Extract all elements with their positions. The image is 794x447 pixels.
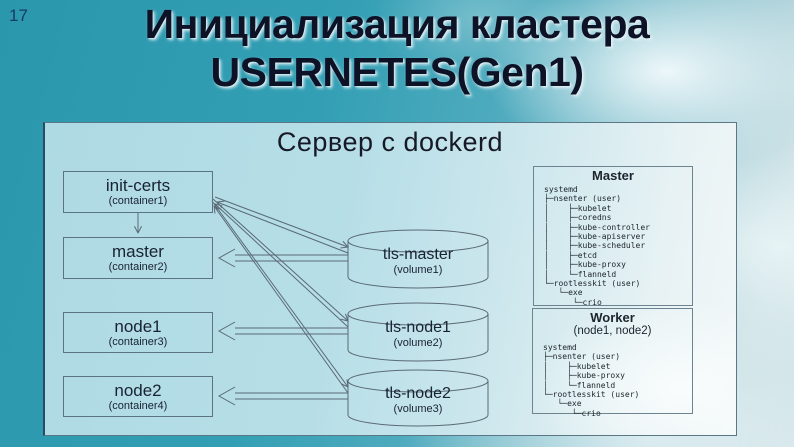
slide-number: 17: [9, 6, 28, 25]
tree-line: │ ├─kubelet: [544, 203, 612, 213]
volume-name: tls-node2: [385, 384, 451, 402]
container-name: node1: [114, 316, 162, 336]
slide-title-line2: USERNETES(Gen1): [210, 48, 584, 95]
volume-sub: (volume2): [393, 336, 443, 349]
container-box-master: master (container2): [63, 237, 213, 279]
diagram-title: Сервер с dockerd: [276, 127, 504, 157]
container-sub: (container1): [108, 195, 168, 207]
container-sub: (container4): [108, 399, 168, 412]
worker-process-tree: systemd├─nsenter (user)│ ├─kubelet│ ├─ku…: [533, 341, 692, 418]
worker-panel-title: Worker: [590, 310, 635, 325]
tree-line: │ ├─kube-controller: [544, 222, 650, 232]
tree-line: ├─nsenter (user): [543, 352, 621, 362]
tree-line: │ ├─etcd: [544, 250, 597, 260]
tree-line: systemd: [543, 343, 577, 352]
tree-line: │ └─flanneld: [544, 269, 617, 279]
tree-line: └─crio: [543, 408, 601, 418]
tree-line: │ ├─coredns: [544, 213, 612, 223]
tree-line: │ ├─kube-apiserver: [544, 232, 646, 242]
container-box-node2: node2 (container4): [63, 376, 213, 417]
slide-title-line1: Инициализация кластера: [144, 1, 650, 47]
tree-line: │ ├─kube-proxy: [543, 371, 625, 381]
volume-name: tls-node1: [385, 318, 451, 336]
volume-name: tls-master: [382, 245, 454, 263]
container-sub: (container2): [108, 261, 168, 273]
master-panel-title: Master: [592, 168, 634, 183]
container-name: node2: [114, 380, 162, 400]
tree-line: systemd: [544, 185, 578, 194]
master-process-panel: Master systemd├─nsenter (user)│ ├─kubele…: [533, 166, 693, 307]
container-name: init-certs: [105, 176, 171, 195]
tree-line: └─rootlesskit (user): [544, 279, 641, 289]
tree-line: └─exe: [543, 399, 582, 409]
container-box-node1: node1 (container3): [63, 312, 213, 353]
tree-line: ├─nsenter (user): [544, 194, 622, 204]
container-sub: (container3): [108, 335, 168, 348]
tree-line: └─rootlesskit (user): [543, 390, 640, 400]
container-name: master: [112, 242, 164, 261]
worker-panel-subtitle: (node1, node2): [573, 325, 652, 337]
volume-sub: (volume3): [393, 402, 443, 415]
tree-line: │ ├─kube-scheduler: [544, 241, 646, 251]
tree-line: └─exe: [544, 288, 583, 298]
volume-label-tls-node1: tls-node1 (volume2): [348, 311, 488, 357]
worker-process-panel: Worker (node1, node2) systemd├─nsenter (…: [532, 308, 693, 418]
volume-label-tls-node2: tls-node2 (volume3): [348, 377, 488, 423]
tree-line: └─crio: [544, 297, 602, 307]
slide-title: Инициализация кластера USERNETES(Gen1): [0, 1, 794, 96]
volume-sub: (volume1): [393, 263, 443, 276]
tree-line: │ └─flanneld: [543, 380, 616, 390]
tree-line: │ ├─kubelet: [543, 361, 611, 371]
tree-line: │ ├─kube-proxy: [544, 260, 626, 270]
container-box-init-certs: init-certs (container1): [63, 171, 213, 213]
master-process-tree: systemd├─nsenter (user)│ ├─kubelet│ ├─co…: [534, 183, 692, 307]
volume-label-tls-master: tls-master (volume1): [348, 238, 488, 284]
